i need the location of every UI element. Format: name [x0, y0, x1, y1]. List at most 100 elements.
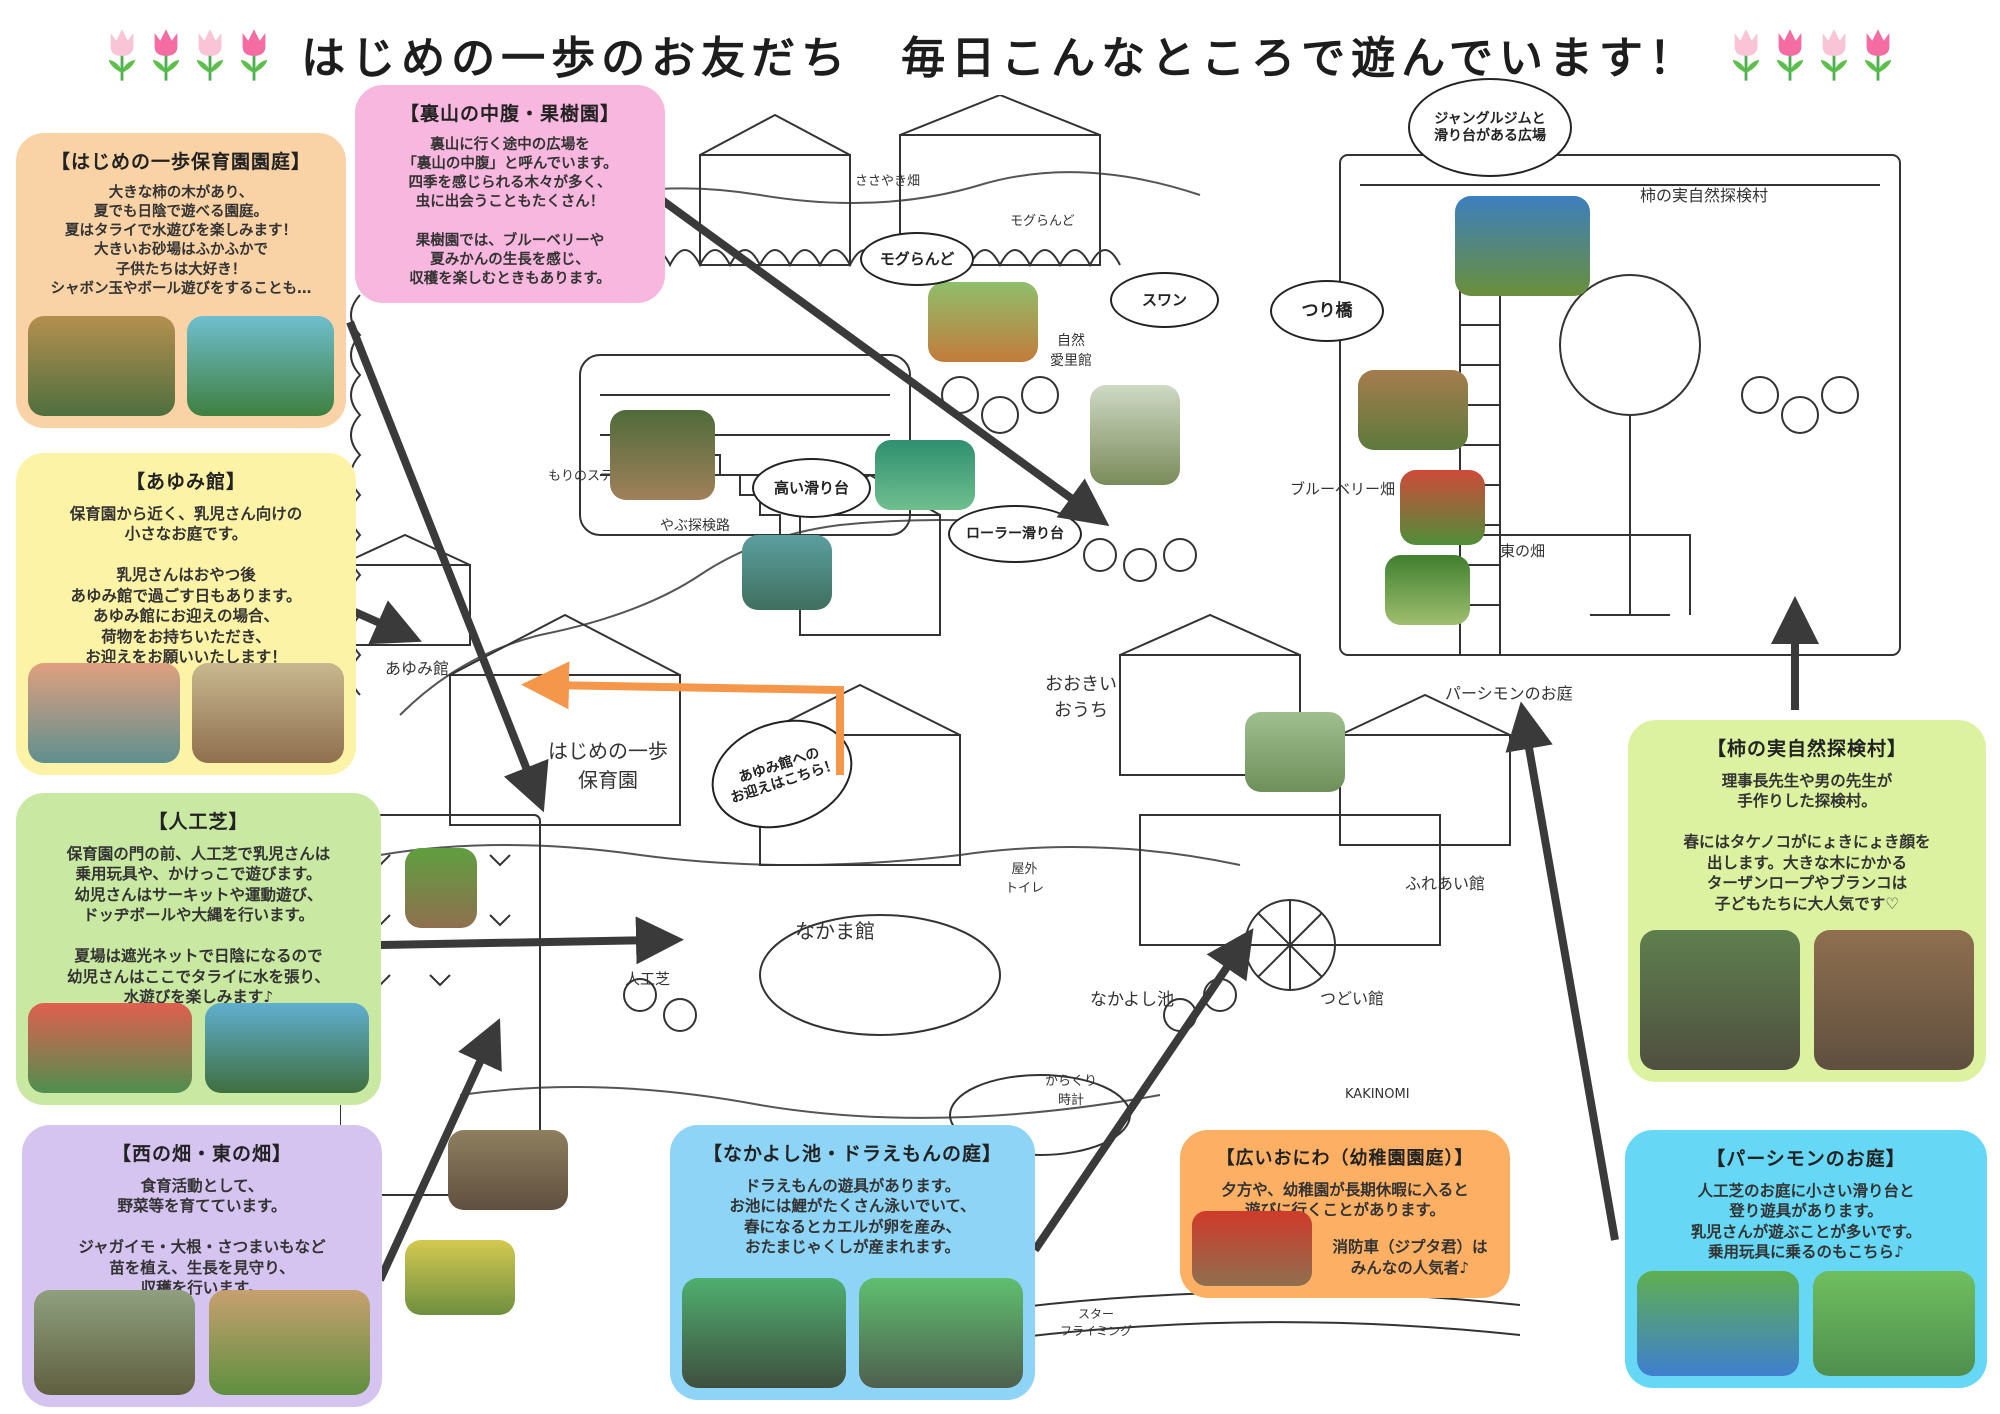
panel-body: 理事長先生や男の先生が 手作りした探検村。 春にはタケノコがにょきにょき顔を 出… [1683, 772, 1931, 913]
map-label-blueberry: ブルーベリー畑 [1290, 480, 1396, 498]
panel-photos [682, 1278, 1023, 1388]
photo-moguland [928, 282, 1038, 362]
photo-urayama-2 [1385, 555, 1470, 625]
photo-jungle-gym [1455, 196, 1590, 296]
panel-photos [28, 663, 344, 763]
panel-photos [28, 1003, 369, 1093]
photo-firetruck [1192, 1211, 1312, 1286]
panel-body: 保育園の門の前、人工芝で乳児さんは 乗用玩具や、かけっこで遊びます。 幼児さんは… [66, 845, 331, 1007]
panel-nakayoshi: 【なかよし池・ドラえもんの庭】 ドラえもんの遊具があります。 お池には鯉がたくさ… [670, 1125, 1035, 1400]
panel-body: 人工芝のお庭に小さい滑り台と 登り遊具があります。 乳児さんが遊ぶことが多いです… [1690, 1182, 1922, 1262]
map-label-shizen: 自然 愛里館 [1050, 333, 1092, 369]
photo [1812, 1271, 1975, 1376]
panel-ayumi: 【あゆみ館】 保育園から近く、乳児さん向けの 小さなお庭です。 乳児さんはおやつ… [16, 453, 356, 775]
map-label-star: スター フライミング [1060, 1307, 1133, 1338]
panel-title: 【あゆみ館】 [125, 471, 246, 493]
panel-note: 消防車（ジプタ君）は みんなの人気者♪ [1332, 1238, 1488, 1277]
photo [1637, 1271, 1800, 1376]
panel-title: 【裏山の中腹・果樹園】 [399, 103, 620, 125]
map-label-karakuri: からくり 時計 [1045, 1074, 1098, 1108]
tulip-icon [1776, 29, 1804, 81]
tulip-decoration-left [103, 24, 273, 84]
photo-field-2 [405, 1240, 515, 1315]
panel-body: ドラえもんの遊具があります。 お池には鯉がたくさん泳いでいて、 春になるとカエル… [729, 1177, 976, 1257]
panel-title: 【パーシモンのお庭】 [1706, 1148, 1906, 1170]
panel-body: 大きな柿の木があり、 夏でも日陰で遊べる園庭。 夏はタライで水遊びを楽しみます！… [50, 185, 312, 297]
map-label-higashi: 東の畑 [1500, 542, 1546, 560]
tulip-icon [240, 29, 268, 81]
panel-title: 【西の畑・東の畑】 [111, 1143, 292, 1165]
tulip-icon [196, 29, 224, 81]
map-label-kakinomi-road: KAKINOMI [1345, 1087, 1410, 1102]
tulip-decoration-right [1727, 24, 1897, 84]
panel-body: 裏山に行く途中の広場を 「裏山の中腹」と呼んでいます。 四季を感じられる木々が多… [402, 137, 618, 287]
panel-kakinomi: 【柿の実自然探検村】 理事長先生や男の先生が 手作りした探検村。 春にはタケノコ… [1628, 720, 1986, 1082]
photo [205, 1003, 369, 1093]
photo-roller [742, 535, 832, 610]
map-label-jinko: 人工芝 [625, 970, 671, 988]
bubble-tsuribashi: つり橋 [1270, 280, 1384, 342]
tulip-icon [1864, 29, 1892, 81]
panel-title: 【人工芝】 [148, 811, 249, 833]
panel-hatake: 【西の畑・東の畑】 食育活動として、 野菜等を育てています。 ジャガイモ・大根・… [22, 1125, 382, 1407]
bubble-roller: ローラー滑り台 [948, 505, 1082, 563]
page-title: はじめの一歩のお友だち 毎日こんなところで遊んでいます！ [301, 33, 1699, 84]
photo [192, 663, 344, 763]
map-label-kakinomi-sign: 柿の実自然探検村 [1640, 186, 1769, 205]
panel-urayama: 【裏山の中腹・果樹園】 裏山に行く途中の広場を 「裏山の中腹」と呼んでいます。 … [355, 85, 665, 303]
map-label-fureai: ふれあい館 [1405, 874, 1486, 893]
photo-swan [1090, 385, 1180, 485]
photo [208, 1290, 370, 1395]
panel-persimmon: 【パーシモンのお庭】 人工芝のお庭に小さい滑り台と 登り遊具があります。 乳児さ… [1625, 1130, 1987, 1388]
panel-photos [34, 1290, 370, 1395]
map-label-nakama: なかま館 [795, 919, 875, 943]
panel-photos [1640, 930, 1974, 1070]
photo [1640, 930, 1801, 1070]
photo-takai [875, 440, 975, 510]
map-label-persimmon: パーシモンのお庭 [1445, 684, 1573, 703]
photo [28, 663, 180, 763]
map-label-moguland: モグらんど [1010, 214, 1075, 229]
photo-urayama-1 [1400, 470, 1485, 545]
photo [859, 1278, 1023, 1388]
photo [682, 1278, 846, 1388]
photo [187, 316, 334, 416]
bubble-mogu: モグらんど [860, 232, 974, 286]
panel-title: 【はじめの一歩保育園園庭】 [50, 151, 311, 173]
photo [28, 316, 175, 416]
panel-jinkoshiba: 【人工芝】 保育園の門の前、人工芝で乳児さんは 乗用玩具や、かけっこで遊びます。… [16, 793, 381, 1105]
panel-title: 【なかよし池・ドラえもんの庭】 [702, 1143, 1003, 1165]
photo [28, 1003, 192, 1093]
bubble-swan: スワン [1110, 272, 1219, 328]
photo-yabu [610, 410, 715, 500]
map-label-yabu: やぶ探検路 [660, 518, 730, 534]
panel-title: 【広いおにわ（幼稚園園庭）】 [1216, 1148, 1474, 1169]
photo [1813, 930, 1974, 1070]
photo-field-1 [448, 1130, 568, 1210]
tulip-icon [1732, 29, 1760, 81]
tulip-icon [1820, 29, 1848, 81]
photo-path [1245, 712, 1345, 792]
panel-hiroi: 【広いおにわ（幼稚園園庭）】 夕方や、幼稚園が長期休暇に入ると 遊びに行くことが… [1180, 1130, 1510, 1298]
tulip-icon [108, 29, 136, 81]
panel-body: 保育園から近く、乳児さん向けの 小さなお庭です。 乳児さんはおやつ後 あゆみ館で… [69, 505, 303, 667]
map-label-okugai: 屋外 トイレ [1005, 862, 1045, 896]
map-label-ookii: おおきい おうち [1045, 674, 1117, 721]
map-label-ayumi-building: あゆみ館 [385, 659, 450, 678]
panel-body: 食育活動として、 野菜等を育てています。 ジャガイモ・大根・さつまいもなど 苗を… [78, 1177, 326, 1298]
photo-jinko [405, 848, 477, 928]
map-label-sasayaki: ささやき畑 [855, 174, 921, 189]
panel-photos [1637, 1271, 1975, 1376]
panel-photos [28, 316, 334, 416]
map-label-hajime-building: はじめの一歩 保育園 [548, 739, 668, 792]
photo [34, 1290, 196, 1395]
bubble-jungle: ジャングルジムと 滑り台がある広場 [1408, 78, 1572, 177]
photo-tsuribashi [1358, 370, 1468, 450]
panel-hajime-garden: 【はじめの一歩保育園園庭】 大きな柿の木があり、 夏でも日陰で遊べる園庭。 夏は… [16, 133, 346, 428]
tulip-icon [152, 29, 180, 81]
map-label-nakayoshi-ike: なかよし池 [1090, 990, 1175, 1010]
map-label-tsudoi: つどい館 [1320, 989, 1385, 1008]
title-bar: はじめの一歩のお友だち 毎日こんなところで遊んでいます！ [0, 14, 2000, 94]
panel-title: 【柿の実自然探検村】 [1706, 738, 1907, 760]
bubble-takai: 高い滑り台 [752, 458, 871, 518]
